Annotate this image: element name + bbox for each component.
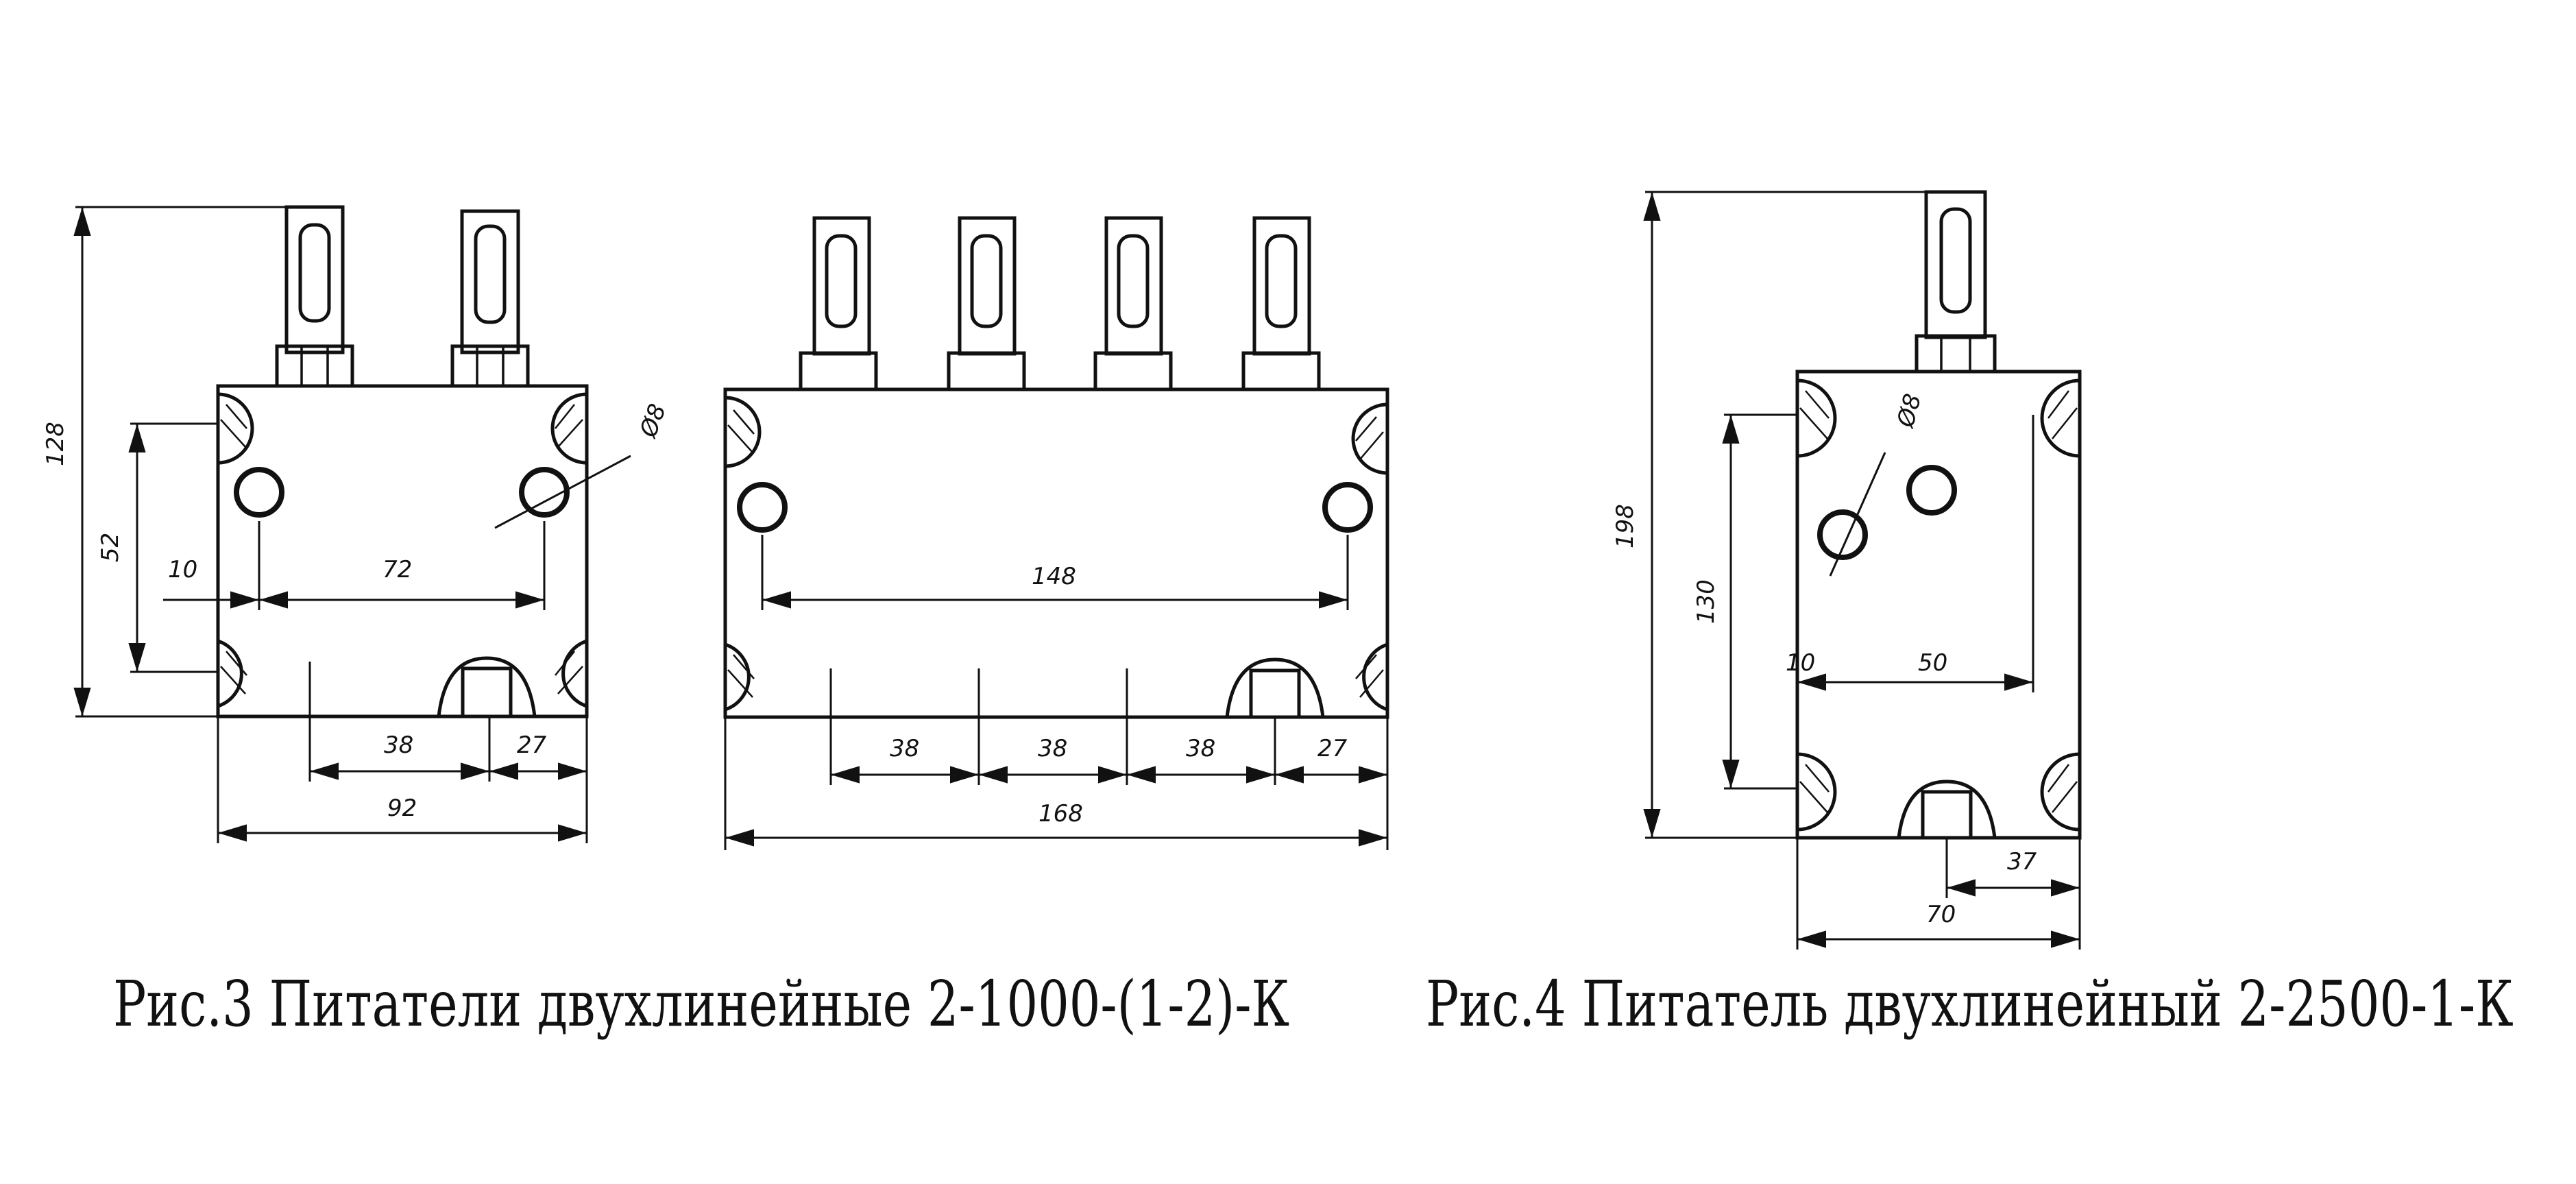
mounting-hole bbox=[1906, 465, 1957, 516]
indicator-pin bbox=[947, 216, 1026, 391]
indicator-pin bbox=[1241, 216, 1321, 391]
indicator-pin bbox=[450, 209, 530, 388]
caption-fig3: Рис.3 Питатели двухлинейные 2-1000-(1-2)… bbox=[113, 967, 1290, 1041]
outlet-port bbox=[437, 656, 537, 718]
indicator-pin bbox=[799, 216, 878, 391]
dim-outlet-edge: 37 bbox=[2007, 848, 2037, 875]
dim-width: 92 bbox=[387, 795, 417, 822]
feeder-double-drawing: 148 38 38 38 27 168 bbox=[723, 216, 1389, 850]
dim-hole-spacing-v: 52 bbox=[97, 533, 124, 562]
dim-pitch-1: 38 bbox=[890, 735, 919, 762]
dim-outlet-edge: 27 bbox=[517, 732, 547, 759]
mounting-hole bbox=[519, 467, 570, 518]
dim-pitch-2: 38 bbox=[1038, 735, 1067, 762]
outlet-port bbox=[1225, 657, 1325, 719]
feeder-single-drawing: 128 52 10 72 38 27 92 Ø8 bbox=[42, 205, 672, 843]
feeder-body bbox=[216, 384, 589, 718]
indicator-pin bbox=[1915, 190, 1997, 374]
dim-height-total: 198 bbox=[1612, 504, 1639, 548]
outlet-port bbox=[1897, 780, 1997, 840]
dim-hole-spacing-h: 72 bbox=[382, 556, 412, 583]
dim-pitch-3: 38 bbox=[1186, 735, 1215, 762]
dim-width: 168 bbox=[1038, 800, 1083, 827]
feeder-2500-drawing: 198 130 10 50 37 70 Ø8 bbox=[1612, 190, 2082, 950]
mounting-hole bbox=[737, 482, 788, 533]
mounting-hole bbox=[1322, 482, 1373, 533]
feeder-body bbox=[723, 387, 1389, 719]
indicator-pin bbox=[1093, 216, 1173, 391]
mounting-hole bbox=[234, 467, 284, 518]
dim-hole-spacing-h: 148 bbox=[1032, 563, 1076, 590]
dim-offset: 10 bbox=[1786, 649, 1815, 677]
dim-hole-spacing-h: 50 bbox=[1918, 649, 1947, 677]
dim-hole-spacing-v: 130 bbox=[1692, 579, 1720, 624]
dim-outlet-pitch: 38 bbox=[384, 732, 413, 759]
caption-fig4: Рис.4 Питатель двухлинейный 2-2500-1-К bbox=[1426, 967, 2514, 1041]
feeder-body bbox=[1795, 370, 2082, 840]
dim-offset: 10 bbox=[168, 556, 197, 583]
dim-height-total: 128 bbox=[42, 422, 69, 466]
dim-thread: Ø8 bbox=[634, 400, 672, 442]
indicator-pin bbox=[275, 205, 354, 388]
dim-outlet-edge: 27 bbox=[1317, 735, 1348, 762]
dim-thread: Ø8 bbox=[1892, 391, 1928, 431]
dim-width: 70 bbox=[1926, 901, 1956, 928]
